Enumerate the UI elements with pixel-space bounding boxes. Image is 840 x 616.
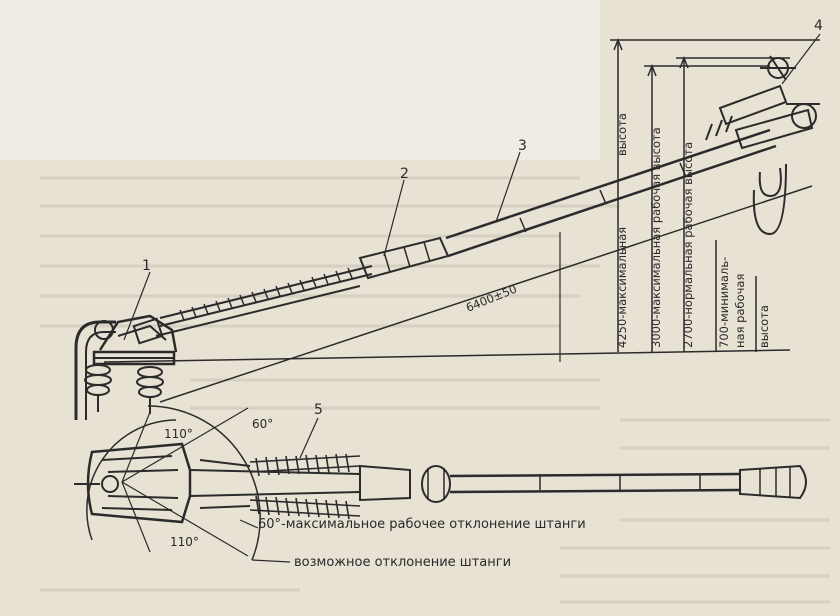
length-dimension-line [159, 185, 813, 403]
plan-pole [449, 472, 741, 494]
swing-arc-right [147, 405, 261, 561]
plan-coupling [359, 464, 411, 502]
min-working-height-line1: 700-минималь- [717, 257, 731, 348]
max-deviation-caption: 60°-максимальное рабочее отклонение штан… [258, 517, 586, 532]
base-insulators [84, 364, 164, 414]
normal-working-height-label: 2700-нормальная рабочая высота [681, 142, 695, 348]
swing-arc-left [86, 419, 177, 541]
part-leaders [123, 33, 821, 341]
pole-coupling [358, 236, 450, 280]
angle-left-lower: 110° [170, 535, 199, 549]
part-number-5: 5 [314, 402, 323, 418]
max-working-height-label: 3000-максимальная рабочая высота [649, 127, 663, 348]
angle-right-upper: 60° [252, 417, 273, 431]
height-dimension-lines [610, 37, 820, 352]
plan-view [74, 405, 807, 563]
pivot-mechanism [98, 314, 178, 353]
angle-left-upper: 110° [164, 427, 193, 441]
paper-blank-area [0, 0, 600, 160]
plan-head [739, 464, 807, 500]
part-number-1: 1 [142, 258, 151, 274]
plan-base [86, 442, 192, 524]
possible-deviation-caption: возможное отклонение штанги [294, 555, 511, 570]
current-collector-heads [705, 55, 820, 236]
max-height-label: 4250-максимальная [615, 227, 629, 348]
side-view [74, 33, 821, 420]
part-number-3: 3 [518, 138, 527, 154]
max-height-word: высота [615, 113, 629, 156]
part-number-2: 2 [400, 166, 409, 182]
plan-springs [249, 453, 361, 520]
ground-line [103, 349, 791, 363]
bleed-through-text [40, 176, 830, 604]
pole-main [445, 128, 777, 258]
min-working-height-line3: высота [757, 305, 771, 348]
min-working-height-line2: ная рабочая [733, 274, 747, 348]
part-number-4: 4 [814, 18, 823, 34]
